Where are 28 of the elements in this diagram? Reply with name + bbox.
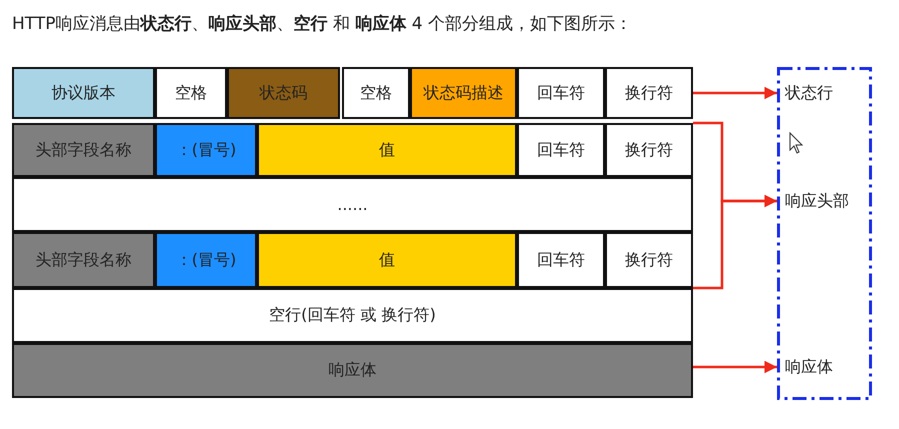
field-cell: 回车符: [517, 67, 605, 119]
field-cell: 空格: [155, 67, 227, 119]
field-cell: 协议版本: [12, 67, 155, 119]
field-cell: 换行符: [605, 67, 693, 119]
field-cell: 状态码描述: [410, 67, 517, 119]
section-label: 响应体: [777, 351, 867, 383]
arrow: [693, 86, 777, 100]
field-cell: ：(冒号): [155, 123, 257, 177]
field-cell: 空行(回车符 或 换行符): [12, 288, 693, 343]
field-cell: 值: [257, 232, 517, 288]
arrow: [693, 194, 777, 290]
field-cell: ：(冒号): [155, 232, 257, 288]
field-cell: 状态码: [227, 67, 340, 119]
arrow: [693, 360, 777, 374]
field-cell: 值: [257, 123, 517, 177]
field-cell: 回车符: [517, 232, 605, 288]
field-cell: 换行符: [605, 123, 693, 177]
dashed-box: [777, 67, 872, 400]
field-cell: 响应体: [12, 343, 693, 398]
field-cell: 换行符: [605, 232, 693, 288]
field-cell: 头部字段名称: [12, 232, 155, 288]
section-label: 状态行: [777, 77, 867, 109]
field-cell: 回车符: [517, 123, 605, 177]
section-label: 响应头部: [777, 185, 867, 217]
field-cell: ......: [12, 177, 693, 232]
field-cell: 空格: [342, 67, 410, 119]
field-cell: 头部字段名称: [12, 123, 155, 177]
heading: HTTP响应消息由状态行、响应头部、空行 和 响应体 4 个部分组成，如下图所示：: [12, 13, 632, 35]
